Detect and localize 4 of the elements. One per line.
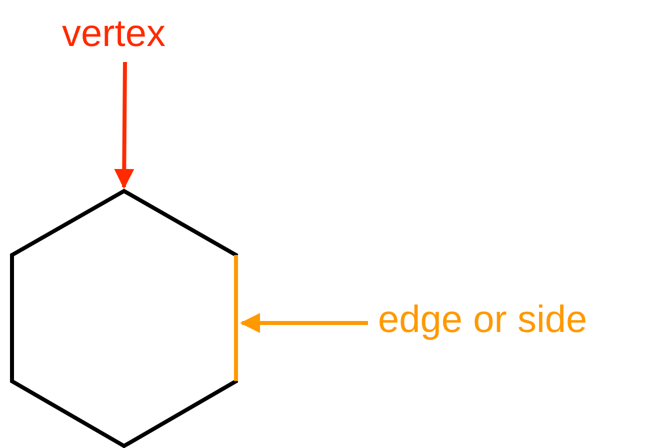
leader-arrow <box>114 62 134 189</box>
annotation-label: edge or side <box>378 298 588 342</box>
leader-arrow <box>240 313 368 333</box>
annotation-label: vertex <box>62 12 166 56</box>
